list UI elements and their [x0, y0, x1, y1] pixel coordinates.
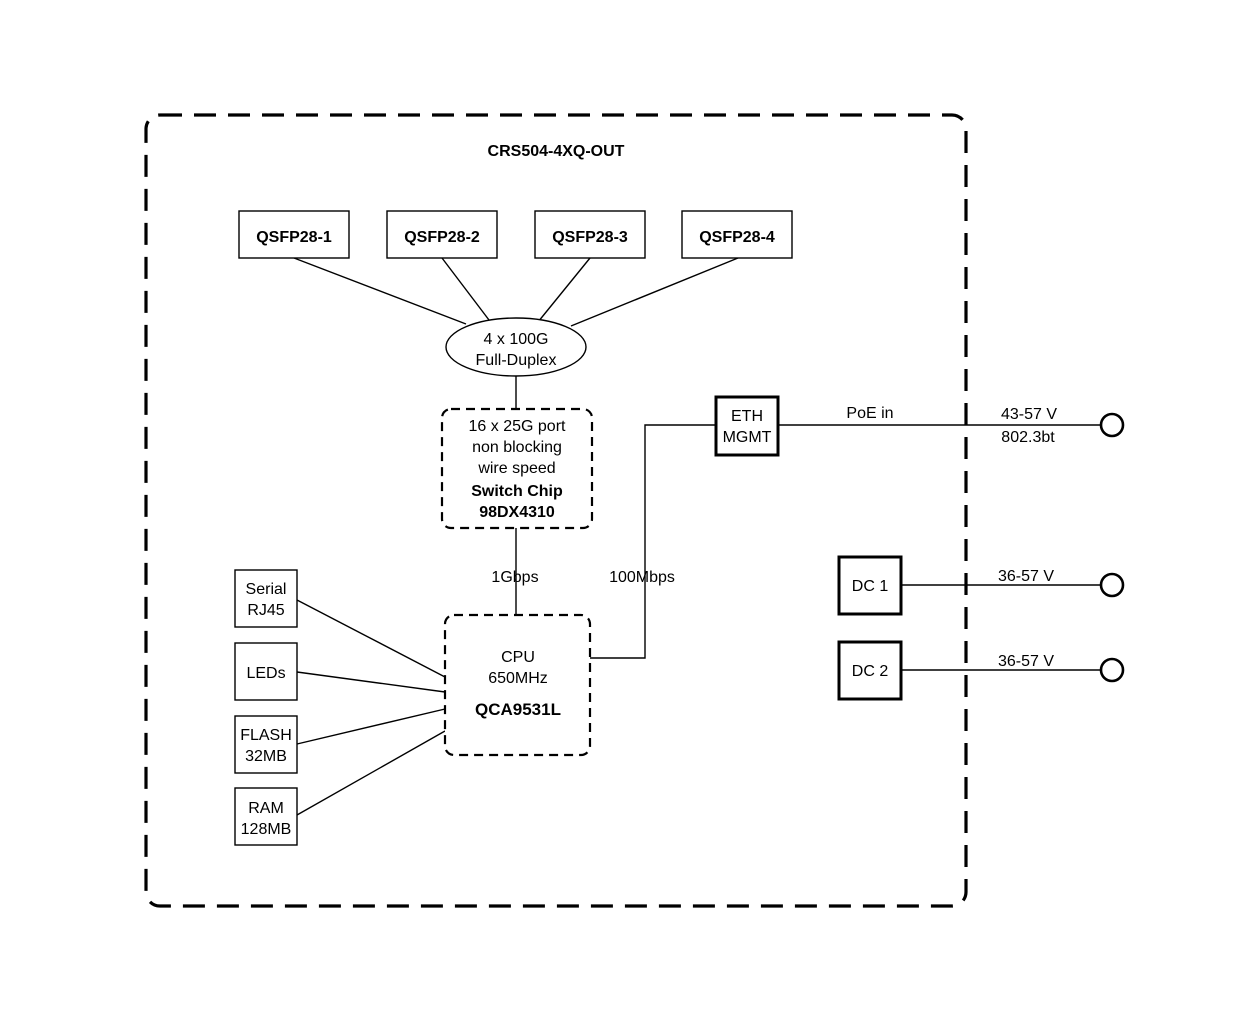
svg-text:ETH: ETH	[731, 408, 763, 425]
cpu-block: CPU 650MHz QCA9531L	[443, 613, 592, 757]
qsfp-port-2: QSFP28-2	[386, 210, 498, 259]
svg-text:Switch Chip: Switch Chip	[471, 483, 563, 500]
svg-text:4 x 100G: 4 x 100G	[484, 331, 549, 348]
svg-text:16 x 25G port: 16 x 25G port	[469, 418, 567, 435]
dc1-voltage-label: 36-57 V	[998, 568, 1054, 585]
link-qsfp4-bus	[570, 257, 739, 327]
dc1-terminal-icon	[1099, 572, 1125, 598]
poe-terminal-icon	[1099, 412, 1125, 438]
svg-text:RJ45: RJ45	[247, 602, 284, 619]
bus-ellipse: 4 x 100G Full-Duplex	[445, 317, 587, 377]
svg-text:QCA9531L: QCA9531L	[475, 700, 561, 719]
dc2-input: DC 2	[837, 640, 903, 701]
svg-text:QSFP28-4: QSFP28-4	[699, 229, 775, 246]
svg-text:MGMT: MGMT	[723, 429, 772, 446]
svg-text:650MHz: 650MHz	[488, 670, 548, 687]
dc2-terminal-icon	[1099, 657, 1125, 683]
dc2-voltage-label: 36-57 V	[998, 653, 1054, 670]
link-qsfp2-bus	[441, 257, 490, 321]
device-title: CRS504-4XQ-OUT	[488, 143, 625, 160]
link-qsfp1-bus	[293, 257, 467, 325]
svg-text:LEDs: LEDs	[246, 665, 285, 682]
poe-in-label: PoE in	[846, 405, 893, 422]
svg-text:32MB: 32MB	[245, 748, 287, 765]
qsfp-port-4: QSFP28-4	[681, 210, 793, 259]
dc1-input: DC 1	[837, 555, 903, 616]
svg-text:DC 2: DC 2	[852, 663, 889, 680]
qsfp-port-3: QSFP28-3	[534, 210, 646, 259]
device-boundary	[144, 113, 968, 908]
svg-text:QSFP28-1: QSFP28-1	[256, 229, 332, 246]
link-flash-cpu	[296, 708, 446, 745]
svg-text:DC 1: DC 1	[852, 578, 889, 595]
serial-port-box: Serial RJ45	[234, 569, 298, 628]
ram-box: RAM 128MB	[234, 787, 298, 846]
switch-chip: 16 x 25G port non blocking wire speed Sw…	[440, 407, 594, 530]
svg-text:RAM: RAM	[248, 800, 284, 817]
eth-mgmt-port: ETH MGMT	[714, 395, 780, 457]
svg-text:non blocking: non blocking	[472, 439, 562, 456]
svg-text:QSFP28-3: QSFP28-3	[552, 229, 628, 246]
flash-box: FLASH 32MB	[234, 715, 298, 774]
svg-text:QSFP28-2: QSFP28-2	[404, 229, 480, 246]
link-serial-cpu	[296, 599, 446, 678]
link-leds-cpu	[296, 671, 446, 693]
link-speed-100mbps: 100Mbps	[609, 569, 675, 586]
svg-text:CPU: CPU	[501, 649, 535, 666]
svg-text:Serial: Serial	[246, 581, 287, 598]
qsfp-port-1: QSFP28-1	[238, 210, 350, 259]
poe-voltage-label: 43-57 V	[1001, 406, 1057, 423]
link-qsfp3-bus	[537, 257, 591, 323]
leds-box: LEDs	[234, 642, 298, 701]
link-cpu-eth	[590, 424, 716, 659]
svg-text:128MB: 128MB	[241, 821, 292, 838]
link-speed-1gbps: 1Gbps	[491, 569, 538, 586]
link-ram-cpu	[296, 730, 446, 816]
poe-standard-label: 802.3bt	[1001, 429, 1055, 446]
svg-text:Full-Duplex: Full-Duplex	[476, 352, 557, 369]
svg-text:wire speed: wire speed	[477, 460, 555, 477]
svg-text:FLASH: FLASH	[240, 727, 292, 744]
svg-text:98DX4310: 98DX4310	[479, 504, 555, 521]
